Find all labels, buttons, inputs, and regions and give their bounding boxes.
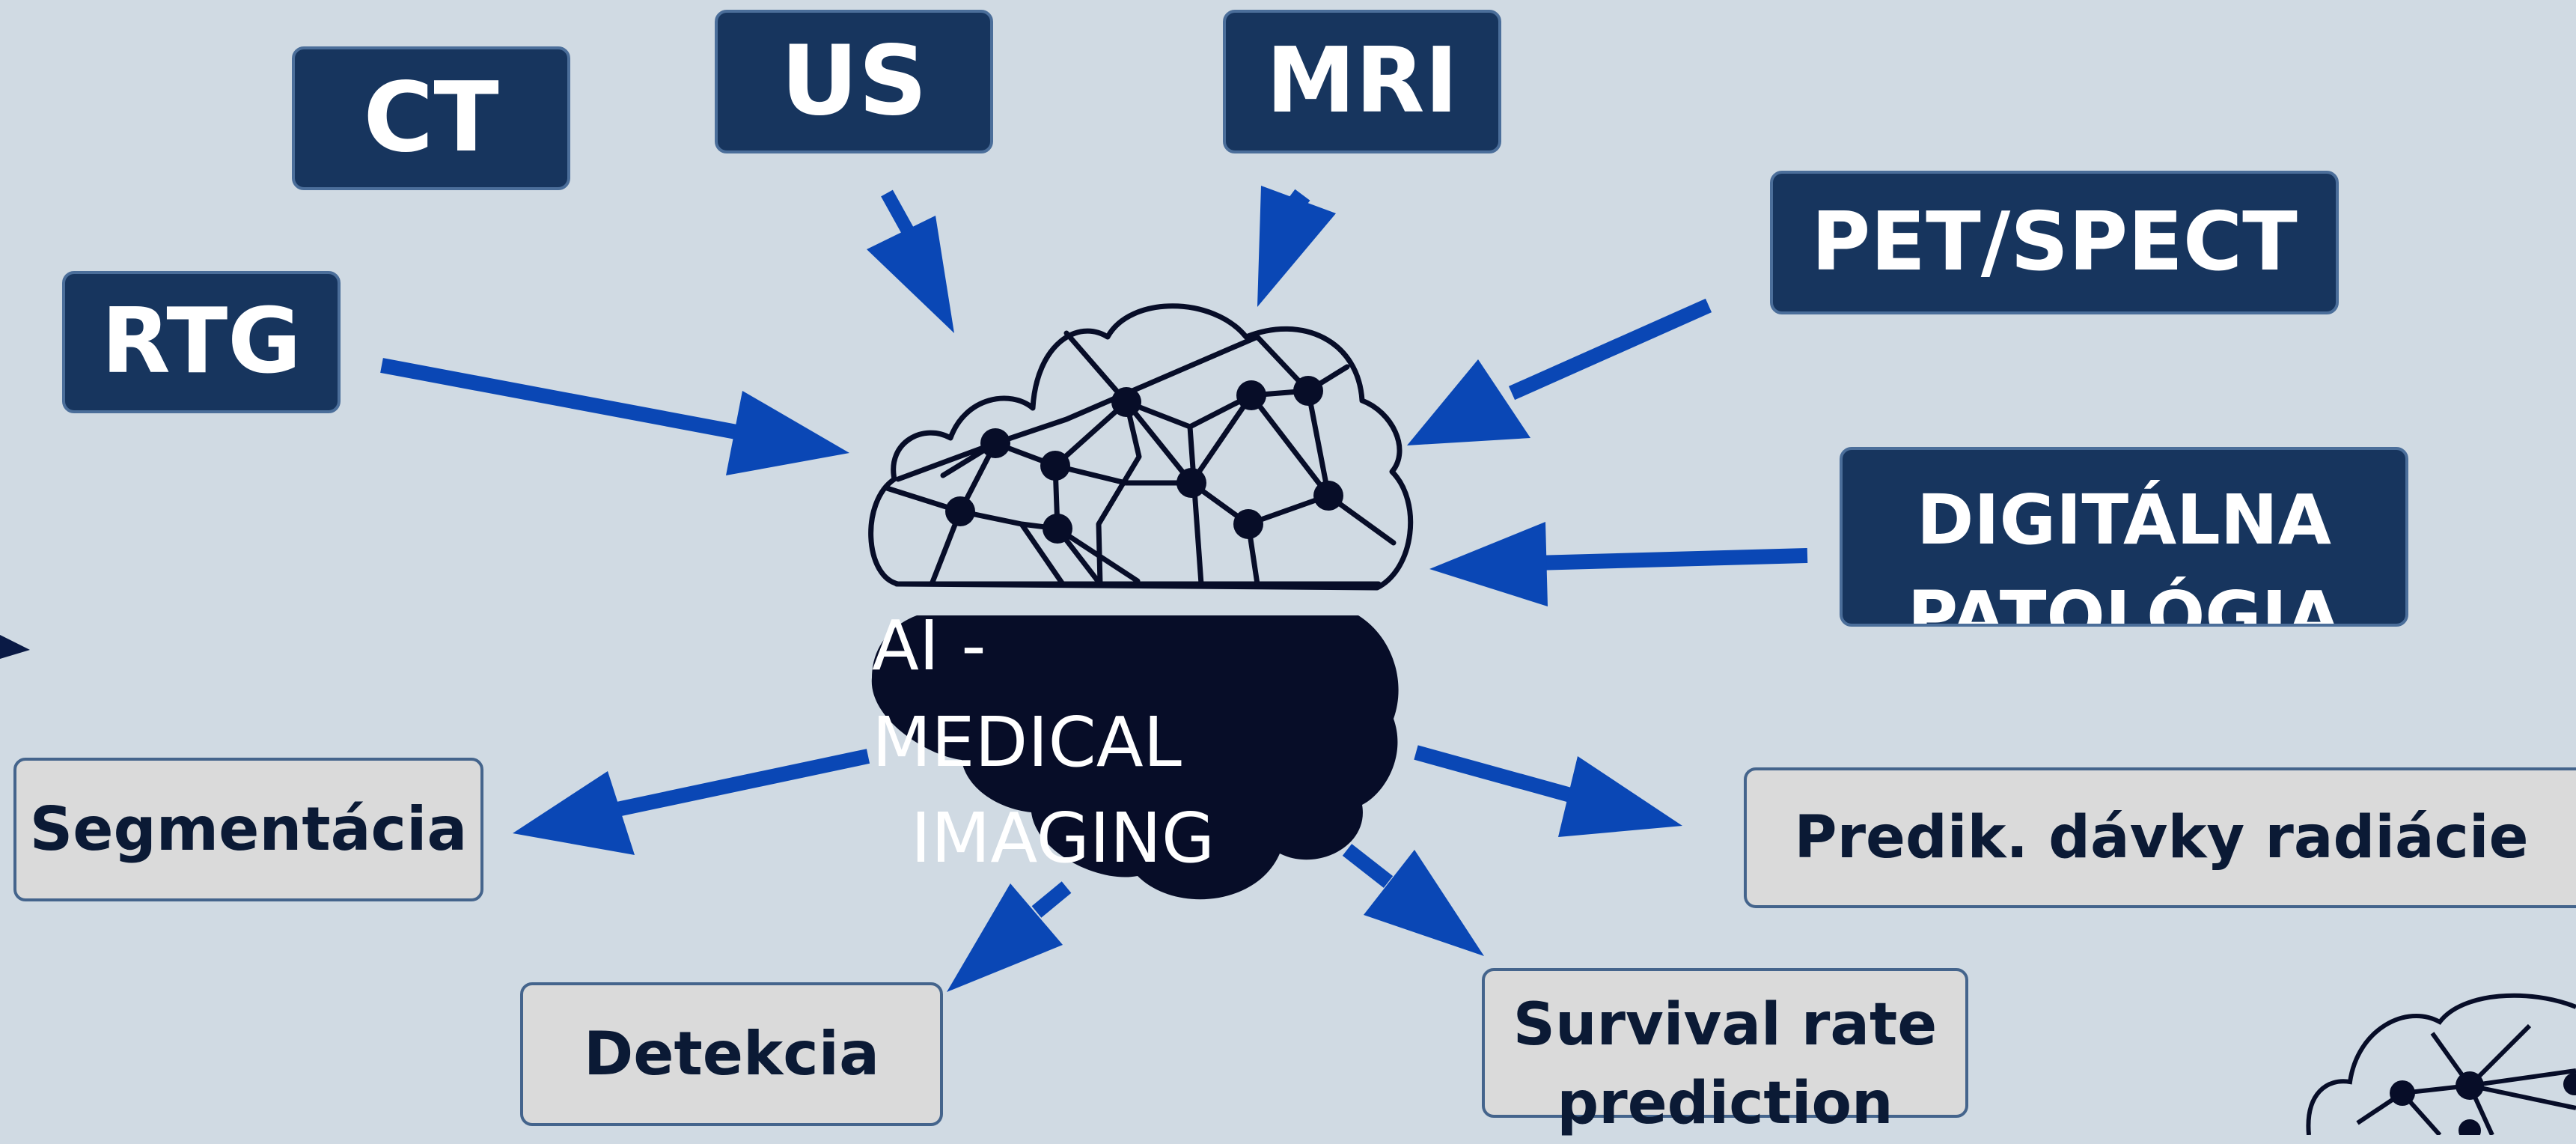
arrow-segmentation (513, 749, 870, 855)
arrow-dose (1414, 745, 1682, 837)
input-us: US (715, 10, 993, 153)
output-dose-prediction: Predik. dávky radiácie (1744, 767, 2576, 908)
input-pet-spect: PET/SPECT (1770, 171, 2339, 314)
output-survival-line1: Survival rate (1513, 991, 1938, 1059)
brain-network-nodes (945, 376, 1343, 544)
output-survival-line2: prediction (1557, 1070, 1893, 1138)
input-digital-pathology: DIGITÁLNA PATOLÓGIA (1840, 447, 2408, 627)
input-digital-pathology-line2: PATOLÓGIA (1907, 576, 2341, 627)
output-survival-prediction: Survival rate prediction (1482, 968, 1968, 1137)
output-detection: Detekcia (520, 982, 943, 1126)
output-segmentation-label: Segmentácia (29, 794, 468, 864)
input-mri: MRI (1223, 10, 1501, 153)
arrow-partial-left (0, 635, 30, 659)
input-ct: CT (292, 46, 570, 190)
input-mri-label: MRI (1266, 29, 1459, 133)
brain-base-shape (871, 615, 1399, 900)
center-label-line2: IMAGING (910, 798, 1215, 879)
partial-brain-nodes (2390, 1071, 2576, 1135)
arrow-pet (1407, 298, 1712, 445)
brain-network-icon (868, 303, 1414, 591)
arrow-survival (1342, 844, 1484, 956)
input-us-label: US (780, 25, 928, 137)
arrow-us (867, 189, 954, 333)
input-digital-pathology-line1: DIGITÁLNA (1917, 480, 2331, 560)
input-ct-label: CT (363, 62, 499, 174)
arrow-rtg (380, 358, 849, 475)
arrow-mri (1257, 186, 1336, 307)
output-dose-prediction-label: Predik. dávky radiácie (1794, 804, 2529, 871)
input-rtg-label: RTG (101, 290, 302, 394)
output-segmentation: Segmentácia (13, 758, 483, 901)
input-pet-spect-label: PET/SPECT (1811, 195, 2298, 289)
arrow-pathology (1429, 522, 1808, 606)
input-rtg: RTG (62, 271, 341, 413)
center-label: AI - MEDICAL IMAGING (872, 606, 1254, 879)
partial-brain-icon (2306, 993, 2576, 1135)
output-detection-label: Detekcia (583, 1019, 880, 1089)
center-label-line1: AI - MEDICAL (872, 605, 1182, 782)
arrow-detection (947, 881, 1072, 992)
